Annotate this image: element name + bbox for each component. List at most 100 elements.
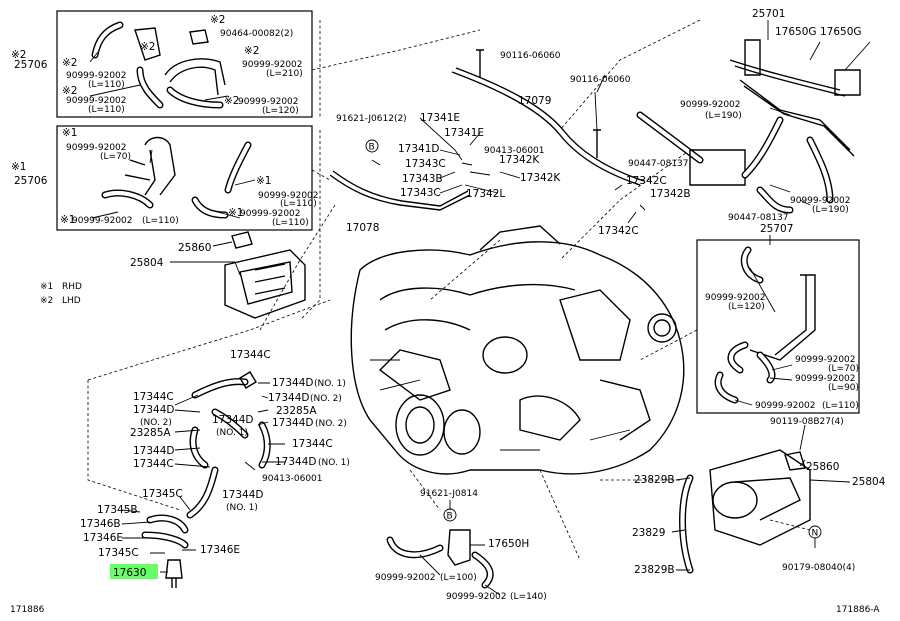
label-box-mid-g: ※1 [228, 207, 243, 219]
label-17344C-c: 17344C [292, 438, 333, 450]
label-17344D-e-no: (NO. 1) [318, 458, 350, 468]
label-box-mid-m: 90999-92002 [72, 216, 133, 226]
label-17345C-b: 17345C [98, 547, 139, 559]
label-17344D-f: 17344D [222, 489, 264, 501]
label-box-top-k: (L=210) [266, 69, 303, 79]
label-box-mid-f: (L=110) [280, 199, 317, 209]
label-90999-100-l: (L=100) [440, 573, 477, 583]
vacuum-tank-25804 [709, 449, 811, 546]
box-right-25707 [696, 239, 860, 414]
label-17345C-a: 17345C [142, 488, 183, 500]
label-box-top-i: (L=110) [88, 105, 125, 115]
label-box-mid-d: ※1 [256, 175, 271, 187]
label-25706-lhd: 25706 [14, 59, 48, 71]
label-box-top-j: 90999-92002 [242, 60, 303, 70]
assembly-25701 [729, 39, 861, 204]
label-90447-a: 90447-08137 [628, 159, 689, 169]
label-box-top-d: ※2 [62, 57, 77, 69]
label-17343C-a: 17343C [405, 158, 446, 170]
label-23285A-b: 23285A [276, 405, 317, 417]
label-23829B-a: 23829B [634, 474, 675, 486]
label-box-top-n: (L=120) [262, 106, 299, 116]
label-box-top-l2: ※2 [224, 95, 239, 107]
label-right-g: 90999-92002 [755, 401, 816, 411]
label-17650G-b: 17650G [820, 26, 862, 38]
label-17344D-a: 17344D [272, 377, 314, 389]
label-17344C-a: 17344C [230, 349, 271, 361]
label-right-f: (L=90) [828, 383, 859, 393]
label-25804-right: 25804 [852, 476, 886, 488]
label-box-mid-i: (L=110) [272, 218, 309, 228]
label-17342C-b: 17342C [598, 225, 639, 237]
label-23285A-a: 23285A [130, 427, 171, 439]
footer-code-left: 171886 [10, 605, 45, 615]
label-90999-140: 90999-92002 [446, 592, 507, 602]
label-box-top-c: ※2 [140, 41, 155, 53]
label-90464-00082: 90464-00082(2) [220, 29, 293, 39]
label-box-mid-h: 90999-92002 [240, 209, 301, 219]
box-mid-hoses [101, 136, 252, 219]
label-17343C-b: 17343C [400, 187, 441, 199]
box-mid-rhd [56, 125, 313, 231]
label-17344D-d-no: (NO. 2) [310, 394, 342, 404]
label-25706-rhd: 25706 [14, 175, 48, 187]
engine-block-drawing [350, 225, 685, 475]
label-17344D-f-no: (NO. 1) [226, 503, 258, 513]
label-90999-190-a: 90999-92002 [680, 100, 741, 110]
left-hose-assembly [141, 371, 271, 588]
label-17650G-a: 17650G [775, 26, 817, 38]
label-25701: 25701 [752, 8, 785, 20]
footer-code-right: 171886-A [836, 605, 880, 615]
label-box-top-h: 90999-92002 [66, 96, 127, 106]
vsv-17650H [386, 508, 494, 589]
label-90447-b: 90447-08137 [728, 213, 789, 223]
label-17341E-a: 17341E [420, 112, 460, 124]
label-17344D-a-no: (NO. 1) [314, 379, 346, 389]
label-17344C-d: 17344C [133, 458, 174, 470]
label-box-mid-a: ※1 [62, 127, 77, 139]
label-91621-j0814: 91621-J0814 [420, 489, 478, 499]
label-90999-100: 90999-92002 [375, 573, 436, 583]
label-box-mid-mark: ※1 [11, 161, 26, 173]
label-box-mid-l: ※1 [60, 214, 75, 226]
label-17344D-b: 17344D [133, 404, 175, 416]
label-17346B: 17346B [80, 518, 121, 530]
label-17345B: 17345B [97, 504, 138, 516]
label-17650H: 17650H [488, 538, 529, 550]
label-right-c: 90999-92002 [795, 355, 856, 365]
dashed-leaders [87, 19, 811, 561]
label-right-d: (L=70) [828, 364, 859, 374]
label-17344D-c: 17344D [272, 417, 314, 429]
label-circle-b: B [369, 143, 375, 153]
leader-lines [89, 20, 871, 596]
label-23829B-b: 23829B [634, 564, 675, 576]
label-17344D-e: 17344D [275, 456, 317, 468]
label-right-h: (L=110) [822, 401, 859, 411]
label-17341D: 17341D [398, 143, 440, 155]
circle-b [365, 139, 379, 153]
legend-rhd-mark: ※1 [40, 282, 53, 292]
label-25860-right: 25860 [806, 461, 839, 473]
label-90179: 90179-08040(4) [782, 563, 855, 573]
label-box-top-g: ※2 [62, 85, 77, 97]
legend-rhd: RHD [62, 282, 82, 292]
label-box-top-a: ※2 [210, 14, 225, 26]
label-box-mid-e: 90999-92002 [258, 191, 319, 201]
label-17344D-l: 17344D [133, 445, 175, 457]
label-17342B: 17342B [650, 188, 691, 200]
right-box-hoses [714, 246, 816, 404]
label-90116-a: 90116-06060 [500, 51, 561, 61]
fuel-pipe-17079 [451, 67, 645, 186]
label-17630[interactable]: 17630 [113, 567, 146, 579]
label-17346E-a: 17346E [83, 532, 123, 544]
label-17079: 17079 [518, 95, 551, 107]
label-right-a: 90999-92002 [705, 293, 766, 303]
label-90999-190-b-l: (L=190) [812, 205, 849, 215]
label-17078: 17078 [346, 222, 379, 234]
box-top-hoses [91, 21, 226, 109]
label-17341E-b: 17341E [444, 127, 484, 139]
label-90116-b: 90116-06060 [570, 75, 631, 85]
label-box-top-f: (L=110) [88, 80, 125, 90]
label-17344D-d: 17344D [268, 392, 310, 404]
